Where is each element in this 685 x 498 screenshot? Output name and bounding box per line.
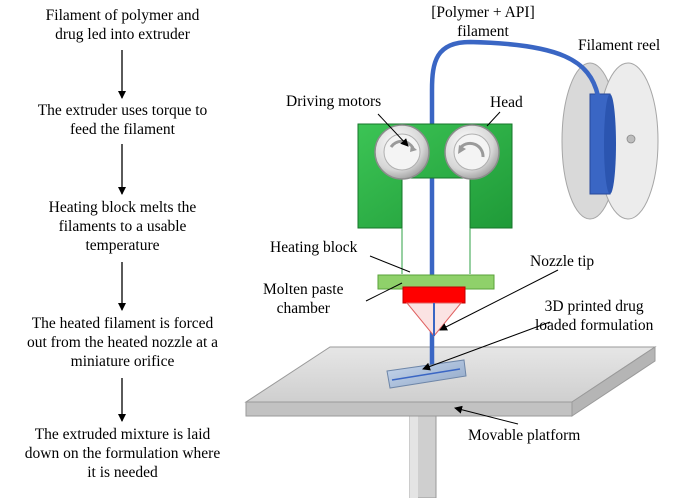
step-1: Filament of polymer and drug led into ex… bbox=[0, 6, 245, 44]
pointer-printed-drug bbox=[422, 321, 551, 371]
printed-drug-line-1: 3D printed drug bbox=[544, 298, 644, 315]
molten-label-line-1: Molten paste bbox=[263, 281, 344, 298]
molten-paste-chamber-label: Molten paste chamber bbox=[263, 280, 344, 318]
step-1-line-1: Filament of polymer and bbox=[45, 7, 200, 24]
filament-strand bbox=[429, 39, 601, 368]
driving-motor-right bbox=[444, 124, 500, 180]
step-2-line-1: The extruder uses torque to bbox=[37, 102, 208, 119]
step-4-line-3: miniature orifice bbox=[70, 353, 175, 370]
printed-drug-line-2: loaded formulation bbox=[535, 317, 654, 334]
pointer-head bbox=[486, 111, 501, 127]
pointer-nozzle-tip bbox=[439, 269, 559, 331]
driving-motors-label: Driving motors bbox=[286, 93, 382, 110]
nozzle-tip-label: Nozzle tip bbox=[530, 253, 595, 270]
pointer-heating-block bbox=[369, 255, 411, 273]
step-4: The heated filament is forced out from t… bbox=[0, 314, 245, 371]
step-5-line-2: down on the formulation where bbox=[24, 445, 221, 462]
step-5: The extruded mixture is laid down on the… bbox=[0, 425, 245, 482]
filament-label: [Polymer + API] filament bbox=[423, 3, 543, 41]
step-3-line-1: Heating block melts the bbox=[48, 199, 197, 216]
molten-label-line-2: chamber bbox=[276, 300, 330, 317]
pointer-molten-chamber bbox=[365, 282, 403, 302]
step-2: The extruder uses torque to feed the fil… bbox=[0, 101, 245, 139]
head-label: Head bbox=[490, 94, 523, 111]
filament-label-line-2: filament bbox=[457, 23, 509, 40]
step-5-line-3: it is needed bbox=[87, 464, 158, 481]
pointer-movable-platform bbox=[454, 405, 519, 425]
filament-reel bbox=[561, 62, 659, 220]
driving-motor-left bbox=[374, 124, 430, 180]
step-1-line-2: drug led into extruder bbox=[55, 26, 190, 43]
step-2-line-2: feed the filament bbox=[69, 121, 175, 138]
step-5-line-1: The extruded mixture is laid bbox=[34, 426, 211, 443]
printed-drug-label: 3D printed drug loaded formulation bbox=[535, 297, 653, 335]
filament-reel-label: Filament reel bbox=[578, 37, 661, 54]
molten-paste-chamber bbox=[402, 286, 466, 304]
filament-label-line-1: [Polymer + API] bbox=[431, 4, 535, 21]
step-3-line-3: temperature bbox=[85, 237, 160, 254]
step-4-line-2: out from the heated nozzle at a bbox=[26, 334, 219, 351]
step-3-line-2: filaments to a usable bbox=[58, 218, 187, 235]
pointer-driving-motors bbox=[377, 113, 409, 147]
movable-platform-label: Movable platform bbox=[468, 427, 581, 444]
heating-block-label: Heating block bbox=[270, 239, 358, 256]
step-3: Heating block melts the filaments to a u… bbox=[0, 198, 245, 255]
step-4-line-1: The heated filament is forced bbox=[31, 315, 214, 332]
